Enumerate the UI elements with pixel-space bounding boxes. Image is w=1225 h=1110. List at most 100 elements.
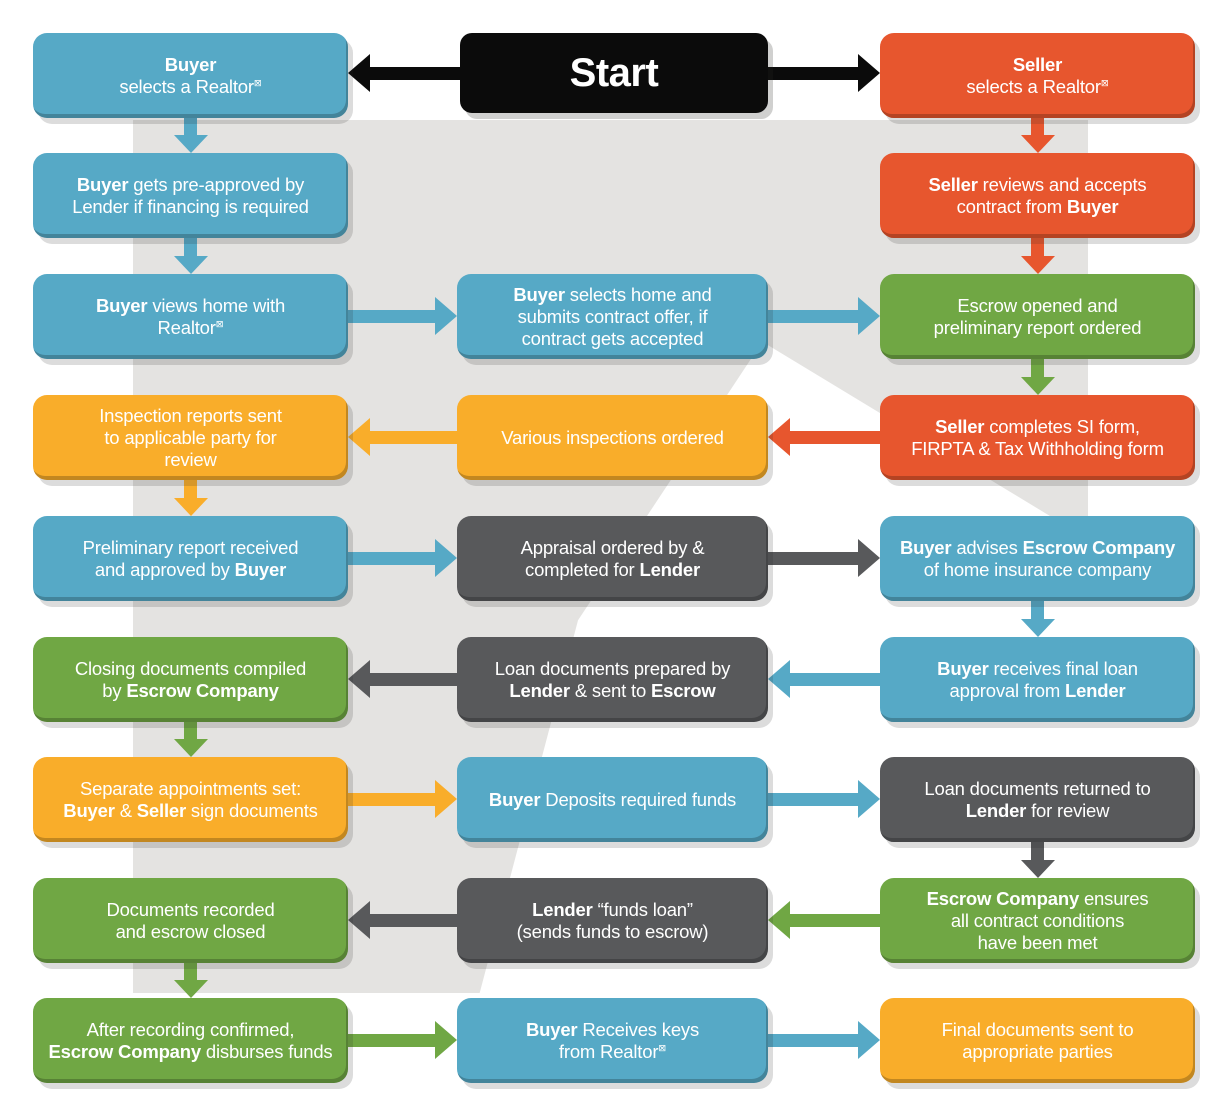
flow-box-text: Seller [1012, 53, 1063, 75]
flow-box-m5: Appraisal ordered by &completed for Lend… [457, 516, 768, 601]
flow-box-text: After recording confirmed, [86, 1018, 295, 1040]
flow-box-text: and approved by Buyer [94, 558, 287, 580]
arrow-head [1020, 256, 1055, 274]
flow-box-text: approval from Lender [949, 679, 1126, 701]
arrow-shaft [1031, 599, 1044, 621]
arrow-buyer-realtor-down [173, 116, 208, 153]
arrow-inspection-reports-down [173, 478, 208, 516]
flow-box-l7: Separate appointments set:Buyer & Seller… [33, 757, 348, 842]
flow-box-text: Lender for review [965, 799, 1110, 821]
arrow-head [858, 780, 880, 818]
flow-box-l9: After recording confirmed,Escrow Company… [33, 998, 348, 1083]
flow-box-text: selects a Realtor⊠ [966, 75, 1109, 97]
flow-box-text: all contract conditions [950, 909, 1125, 931]
arrow-loan-approval-to-loan-docs [768, 660, 880, 698]
arrow-shaft [348, 1033, 437, 1047]
flow-box-text: Lender if financing is required [72, 195, 309, 217]
flow-box-text: Loan documents prepared by [494, 657, 731, 679]
arrow-shaft [348, 792, 437, 806]
arrow-head [858, 539, 880, 577]
arrow-shaft [768, 66, 860, 80]
arrow-shaft [788, 672, 880, 686]
arrow-recorded-down [173, 961, 208, 998]
arrow-advises-escrow-down [1020, 599, 1055, 637]
arrow-head [348, 660, 370, 698]
arrow-start-to-seller [768, 54, 880, 92]
arrow-closing-docs-down [173, 720, 208, 757]
flow-box-text: Separate appointments set: [79, 777, 302, 799]
arrow-shaft [368, 913, 457, 927]
arrow-head [435, 1021, 457, 1059]
flow-box-text: Buyer & Seller sign documents [63, 799, 318, 821]
arrow-loan-docs-to-closing-docs [348, 660, 457, 698]
arrow-shaft [368, 66, 460, 80]
arrow-shaft [348, 309, 437, 323]
flow-box-text: Escrow opened and [957, 294, 1118, 316]
flow-box-text: Buyer gets pre-approved by [76, 173, 305, 195]
flow-box-text: Final documents sent to [941, 1018, 1134, 1040]
arrow-head [173, 739, 208, 757]
arrow-conditions-met-to-funds-loan [768, 901, 880, 939]
arrow-head [173, 498, 208, 516]
flow-box-text: Buyer views home with [95, 294, 286, 316]
arrow-shaft [788, 913, 880, 927]
flow-box-text: Buyer Deposits required funds [488, 788, 737, 810]
arrow-shaft [1031, 236, 1044, 258]
flow-box-text: FIRPTA & Tax Withholding form [911, 437, 1164, 459]
registered-mark-icon: ⊠ [658, 1042, 667, 1054]
flow-box-text: Closing documents compiled [74, 657, 307, 679]
registered-mark-icon: ⊠ [1100, 77, 1109, 89]
arrow-inspections-to-reports [348, 418, 457, 456]
arrow-head [1020, 860, 1055, 878]
flow-box-text: Preliminary report received [82, 536, 299, 558]
arrow-shaft [184, 236, 197, 258]
flow-box-text: preliminary report ordered [933, 316, 1142, 338]
arrow-head [1020, 619, 1055, 637]
flow-box-m4: Various inspections ordered [457, 395, 768, 480]
flow-box-text: selects a Realtor⊠ [119, 75, 262, 97]
arrow-views-home-to-selects-home [348, 297, 457, 335]
arrow-head [768, 901, 790, 939]
flow-box-text: appropriate parties [962, 1040, 1113, 1062]
arrow-head [858, 1021, 880, 1059]
flow-box-text: Realtor⊠ [157, 316, 224, 338]
arrow-head [1020, 135, 1055, 153]
registered-mark-icon: ⊠ [215, 318, 224, 330]
flow-box-text: Buyer receives final loan [937, 657, 1138, 679]
arrow-head [348, 901, 370, 939]
arrow-appraisal-to-advises-escrow [768, 539, 880, 577]
flow-box-text: of home insurance company [923, 558, 1152, 580]
arrow-deposit-to-docs-returned [768, 780, 880, 818]
arrow-shaft [768, 551, 860, 565]
arrow-shaft [348, 551, 437, 565]
arrow-selects-home-to-escrow-opened [768, 297, 880, 335]
arrow-head [435, 297, 457, 335]
arrow-shaft [768, 1033, 860, 1047]
arrow-shaft [368, 430, 457, 444]
registered-mark-icon: ⊠ [253, 77, 262, 89]
flow-box-text: Escrow Company disburses funds [48, 1040, 333, 1062]
arrow-shaft [184, 116, 197, 137]
flow-box-text: Documents recorded [106, 898, 275, 920]
arrow-shaft [184, 720, 197, 741]
arrow-shaft [368, 672, 457, 686]
arrow-shaft [184, 478, 197, 500]
arrow-head [768, 418, 790, 456]
flow-box-text: Appraisal ordered by & [520, 536, 705, 558]
flow-box-text: Escrow Company ensures [926, 887, 1149, 909]
arrow-escrow-opened-down [1020, 357, 1055, 395]
